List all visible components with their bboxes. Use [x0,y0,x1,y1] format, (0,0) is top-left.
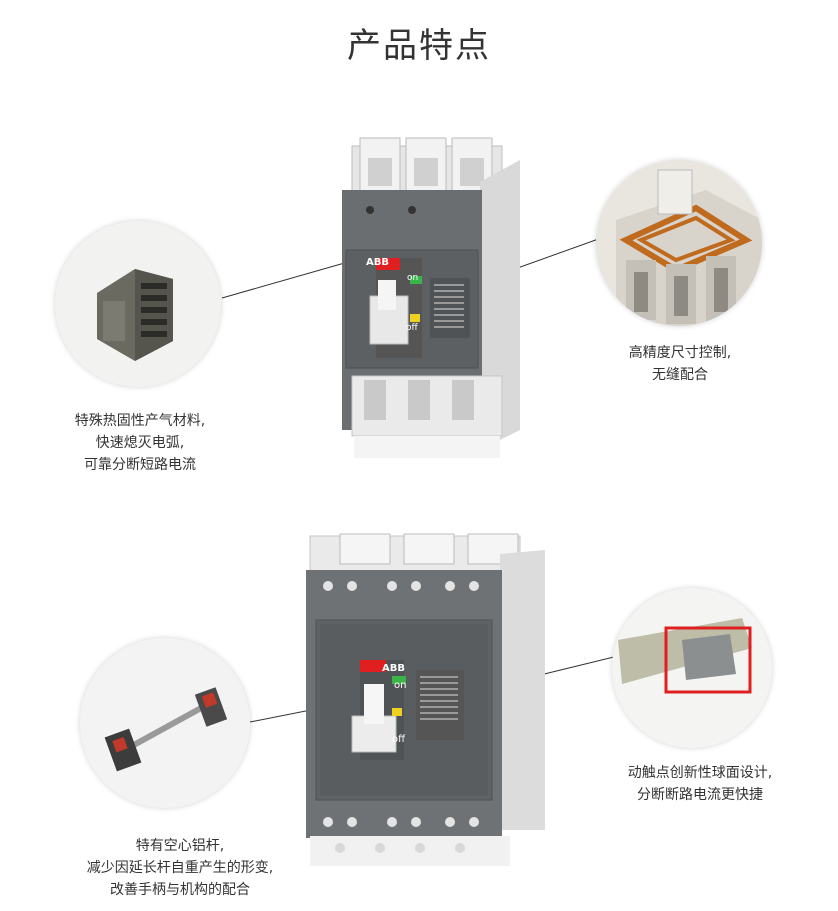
detail-circle-handle-rod [80,638,250,808]
caption-line: 分断断路电流更快捷 [637,787,763,803]
page-title: 产品特点 [347,26,491,66]
brand-logo-top: ABB [366,257,389,268]
caption-contact: 动触点创新性球面设计, 分断断路电流更快捷 [600,762,800,806]
on-label-bottom: on [394,680,407,691]
leader-line-2 [511,236,605,271]
detail-circle-precision [596,160,762,326]
off-label-top: off [406,323,418,333]
caption-handle-rod: 特有空心铝杆, 减少因延长杆自重产生的形变, 改善手柄与机构的配合 [60,835,300,901]
brand-logo-bottom: ABB [382,663,405,674]
contact-image [612,588,772,748]
leader-line-4 [531,654,623,678]
off-label-bottom: off [392,734,406,745]
caption-line: 无缝配合 [652,367,708,383]
caption-line: 特殊热固性产气材料, [74,413,206,429]
breaker-image-top [342,137,520,458]
detail-circle-contact [612,588,772,748]
caption-line: 快速熄灭电弧, [95,435,185,451]
leader-line-1 [221,261,349,299]
caption-arc-chute: 特殊热固性产气材料, 快速熄灭电弧, 可靠分断短路电流 [40,410,240,476]
caption-precision: 高精度尺寸控制, 无缝配合 [590,342,770,386]
caption-line: 动触点创新性球面设计, [627,765,773,781]
highlight-box [664,626,752,694]
caption-line: 改善手柄与机构的配合 [110,882,250,898]
arc-chute-image [97,269,173,361]
handle-rod-image [80,638,250,808]
caption-line: 可靠分断短路电流 [84,457,196,473]
caption-line: 特有空心铝杆, [135,838,225,854]
on-label-top: on [407,273,419,283]
breaker-image-bottom [306,533,545,866]
detail-circle-arc-chute [55,221,221,387]
caption-line: 减少因延长杆自重产生的形变, [86,860,274,876]
precision-image [596,160,762,326]
caption-line: 高精度尺寸控制, [628,345,732,361]
